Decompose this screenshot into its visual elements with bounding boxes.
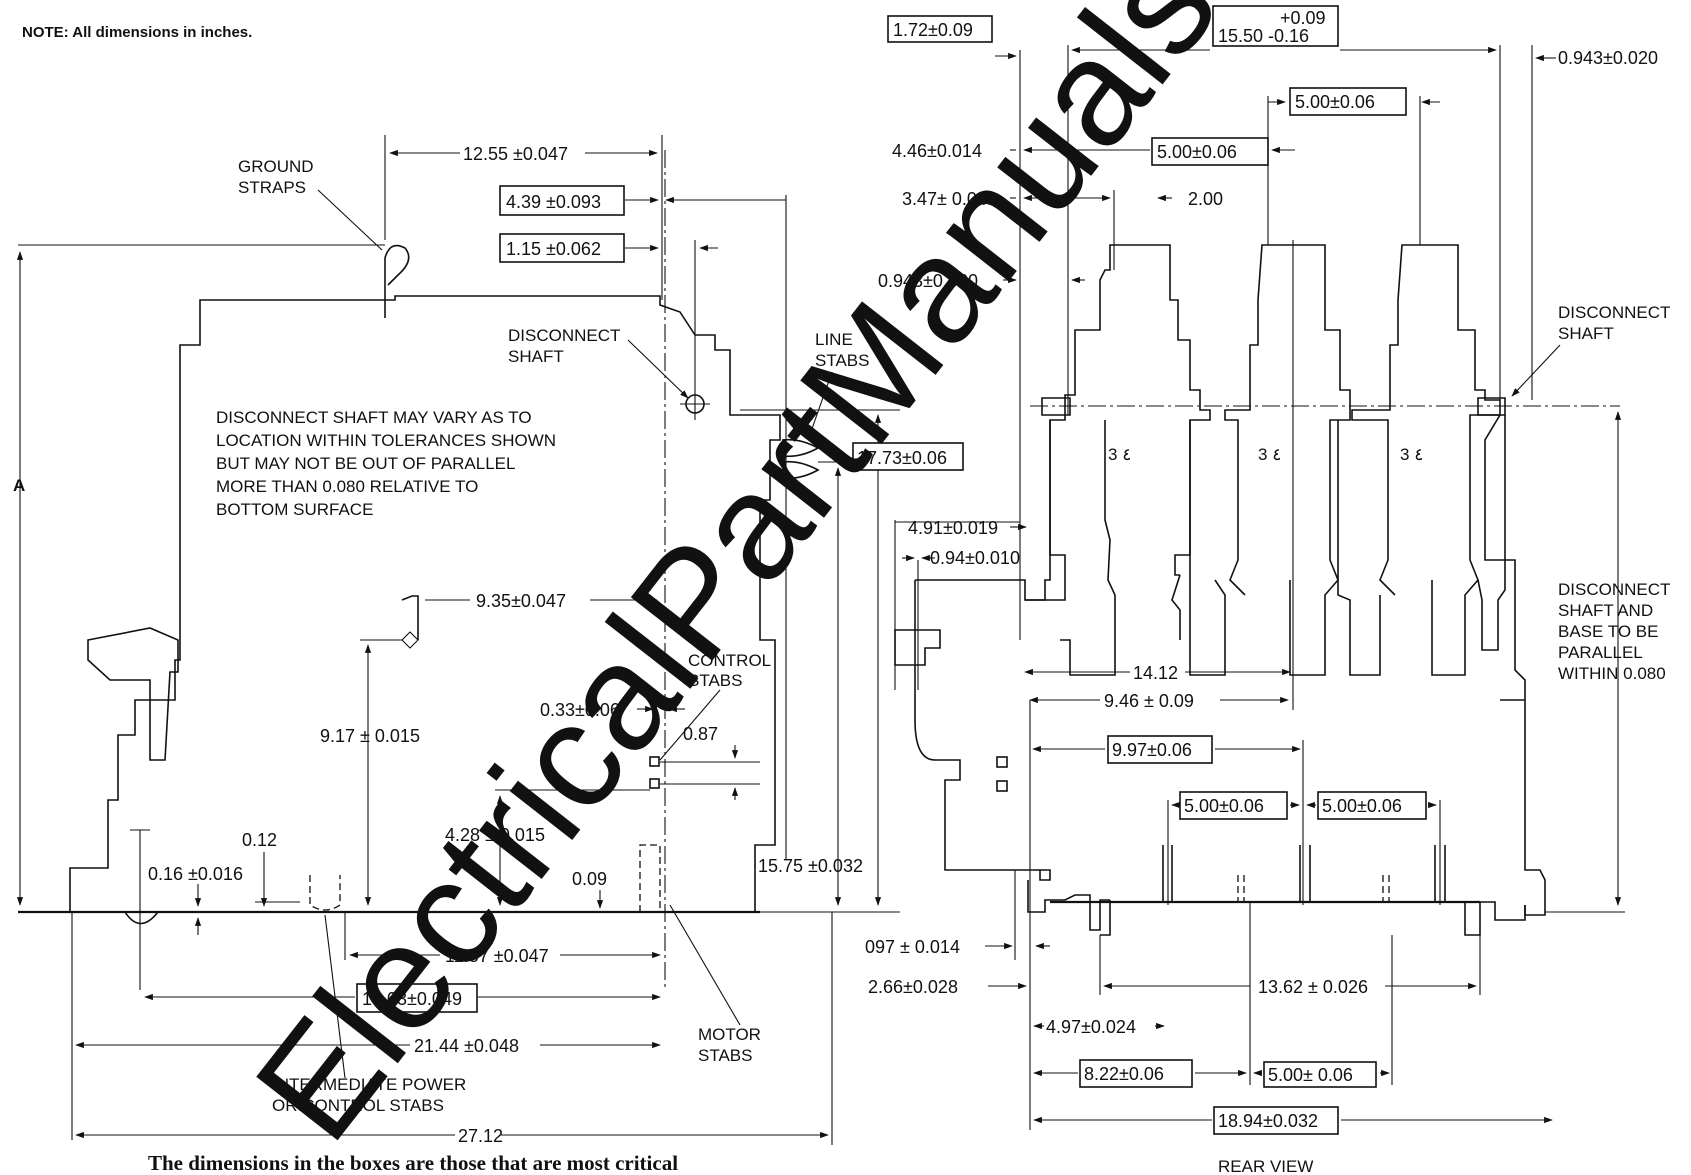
- dim-5-00-a: 5.00±0.06: [1295, 92, 1375, 112]
- dim-11-87: 11.87 ±0.047: [445, 946, 549, 966]
- pole-3-outline: [1351, 244, 1501, 676]
- label-ground-straps-1: GROUND: [238, 157, 314, 176]
- dim-0-16: 0.16 ±0.016: [148, 864, 243, 884]
- dim-15-75: 15.75 ±0.032: [758, 856, 863, 876]
- spring-symbol-2: 3 ٤: [1258, 445, 1281, 464]
- dim-9-97: 9.97±0.06: [1112, 740, 1192, 760]
- dim-15-50: 15.50 -0.16: [1218, 26, 1309, 46]
- rear-body-outline: [915, 244, 1211, 601]
- dim-5-00-c: 5.00±0.06: [1184, 796, 1264, 816]
- dim-3-47: 3.47± 0.04: [902, 189, 987, 209]
- dim-15-50-tol: +0.09: [1280, 8, 1326, 28]
- rear-control-stab-2: [996, 780, 1008, 792]
- label-line-stabs-1: LINE: [815, 330, 853, 349]
- label-control-stabs-2: STABS: [688, 671, 742, 690]
- label-ground-straps-2: STRAPS: [238, 178, 306, 197]
- dim-0-943-left: 0.943±0.020: [878, 271, 978, 291]
- rear-control-stab-1: [996, 756, 1008, 768]
- dim-0-943-top: 0.943±0.020: [1558, 48, 1658, 68]
- dim-21-44: 21.44 ±0.048: [414, 1036, 519, 1056]
- label-rear-disconnect-shaft-1: DISCONNECT: [1558, 303, 1670, 322]
- dim-19-03: 19.03±0.049: [362, 989, 462, 1009]
- dim-1-15: 1.15 ±0.062: [506, 239, 601, 259]
- dim-4-28: 4.28 ± 0.015: [445, 825, 545, 845]
- dim-12-55: 12.55 ±0.047: [463, 144, 568, 164]
- dim-0-33: 0.33±0.06: [540, 700, 620, 720]
- dim-5-00-b: 5.00±0.06: [1157, 142, 1237, 162]
- dim-9-35: 9.35±0.047: [476, 591, 566, 611]
- label-disconnect-shaft-1: DISCONNECT: [508, 326, 620, 345]
- dim-2-66: 2.66±0.028: [868, 977, 958, 997]
- label-rear-disconnect-shaft-2: SHAFT: [1558, 324, 1614, 343]
- dim-9-17: 9.17 ± 0.015: [320, 726, 420, 746]
- control-stab-lower: [649, 778, 660, 789]
- dim-0-09: 0.09: [572, 869, 607, 889]
- side-view: GROUND STRAPS A 12.55 ±0.047 4.39 ±0.093…: [13, 135, 964, 1146]
- rear-view-title: REAR VIEW: [1218, 1157, 1313, 1175]
- spring-symbol-3: 3 ٤: [1400, 445, 1423, 464]
- dim-9-46: 9.46 ± 0.09: [1104, 691, 1194, 711]
- parallel-note-5: WITHIN 0.080: [1558, 664, 1666, 683]
- dim-8-22: 8.22±0.06: [1084, 1064, 1164, 1084]
- line-stab-upper: [781, 438, 820, 458]
- shaft-note-line-5: BOTTOM SURFACE: [216, 500, 373, 519]
- rear-view: 3 ٤ 3 ٤ 3 ٤ 1.72±0.09 +0.09 15.50 -0.16 …: [865, 5, 1670, 1175]
- dim-27-12: 27.12: [458, 1126, 503, 1146]
- ground-notch: [124, 911, 159, 925]
- note-text: NOTE: All dimensions in inches.: [22, 24, 252, 41]
- label-line-stabs-2: STABS: [815, 351, 869, 370]
- dim-2-00: 2.00: [1188, 189, 1223, 209]
- dim-1-72: 1.72±0.09: [893, 20, 973, 40]
- caption-text: The dimensions in the boxes are those th…: [148, 1151, 678, 1175]
- label-motor-stabs-1: MOTOR: [698, 1025, 761, 1044]
- dim-4-91: 4.91±0.019: [908, 518, 998, 538]
- breaker-body-outline: [69, 295, 781, 912]
- parallel-note-4: PARALLEL: [1558, 643, 1643, 662]
- dim-a-label: A: [13, 476, 25, 495]
- label-control-stabs-1: CONTROL: [688, 651, 771, 670]
- dim-4-97: 4.97±0.024: [1046, 1017, 1136, 1037]
- parallel-note-1: DISCONNECT: [1558, 580, 1670, 599]
- line-stab-lower: [781, 460, 820, 480]
- dim-0-87: 0.87: [683, 724, 718, 744]
- dim-4-39: 4.39 ±0.093: [506, 192, 601, 212]
- label-motor-stabs-2: STABS: [698, 1046, 752, 1065]
- dim-5-00-d: 5.00±0.06: [1322, 796, 1402, 816]
- parallel-note-2: SHAFT AND: [1558, 601, 1653, 620]
- watermark-text: ElectricalPartManuals: [223, 0, 1248, 1170]
- dim-0-97: 097 ± 0.014: [865, 937, 960, 957]
- shaft-note-line-1: DISCONNECT SHAFT MAY VARY AS TO: [216, 408, 532, 427]
- dim-14-12: 14.12: [1133, 663, 1178, 683]
- dim-4-46: 4.46±0.014: [892, 141, 982, 161]
- label-intermediate-2: OR CONTROL STABS: [272, 1096, 444, 1115]
- dim-0-94: 0.94±0.010: [930, 548, 1020, 568]
- control-stab-upper: [649, 756, 660, 767]
- label-disconnect-shaft-2: SHAFT: [508, 347, 564, 366]
- spring-symbol-1: 3 ٤: [1108, 445, 1131, 464]
- label-intermediate-1: INTERMEDIATE POWER: [272, 1075, 466, 1094]
- dim-18-94: 18.94±0.032: [1218, 1111, 1318, 1131]
- shaft-note-line-4: MORE THAN 0.080 RELATIVE TO: [216, 477, 478, 496]
- operating-handle: [87, 627, 179, 761]
- dim-5-00-e: 5.00± 0.06: [1268, 1065, 1353, 1085]
- shaft-note-line-2: LOCATION WITHIN TOLERANCES SHOWN: [216, 431, 556, 450]
- dim-17-73: 17.73±0.06: [857, 448, 947, 468]
- dim-0-12: 0.12: [242, 830, 277, 850]
- parallel-note-3: BASE TO BE: [1558, 622, 1658, 641]
- pole-2-outline: [1224, 244, 1351, 676]
- ground-strap: [384, 244, 410, 318]
- shaft-note-line-3: BUT MAY NOT BE OUT OF PARALLEL: [216, 454, 515, 473]
- dim-13-62: 13.62 ± 0.026: [1258, 977, 1368, 997]
